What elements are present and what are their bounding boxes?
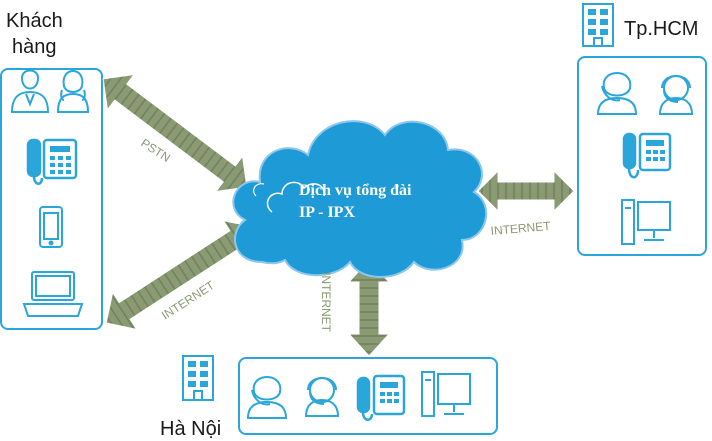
pstn-arrow xyxy=(102,73,248,193)
hcm-label: Tp.HCM xyxy=(624,18,699,40)
laptop-icon xyxy=(22,271,84,317)
hanoi-headset-female-icon xyxy=(246,376,288,419)
agent-male-icon xyxy=(10,69,50,113)
hanoi-headset-male-icon xyxy=(304,377,340,417)
hanoi-desktop-computer-icon xyxy=(421,371,471,417)
hcm-building-icon xyxy=(582,3,614,47)
internet-hcm-arrow xyxy=(477,169,575,213)
hcm-desk-phone-icon xyxy=(622,132,672,179)
hcm-headset-male-icon xyxy=(658,75,694,115)
hanoi-desk-phone-icon xyxy=(356,374,406,421)
smartphone-icon xyxy=(39,206,63,248)
internet-hanoi-label: INTERNET xyxy=(319,272,333,333)
agent-female-icon xyxy=(56,70,90,113)
hcm-box xyxy=(577,56,707,256)
hcm-headset-female-icon xyxy=(596,72,638,115)
internet-hanoi-arrow xyxy=(347,259,391,357)
cloud-shape xyxy=(232,120,488,278)
cloud-title-line1: Dịch vụ tổng đài xyxy=(299,182,412,199)
customer-label-line2: hàng xyxy=(12,36,57,58)
internet-hcm-label: INTERNET xyxy=(490,219,552,238)
customer-label-line1: Khách xyxy=(6,10,63,32)
hanoi-building-icon xyxy=(182,355,214,401)
hcm-desktop-computer-icon xyxy=(621,199,671,245)
desk-phone-icon xyxy=(26,138,78,185)
hanoi-label: Hà Nội xyxy=(160,418,222,440)
cloud-title-line2: IP - IPX xyxy=(299,204,355,221)
